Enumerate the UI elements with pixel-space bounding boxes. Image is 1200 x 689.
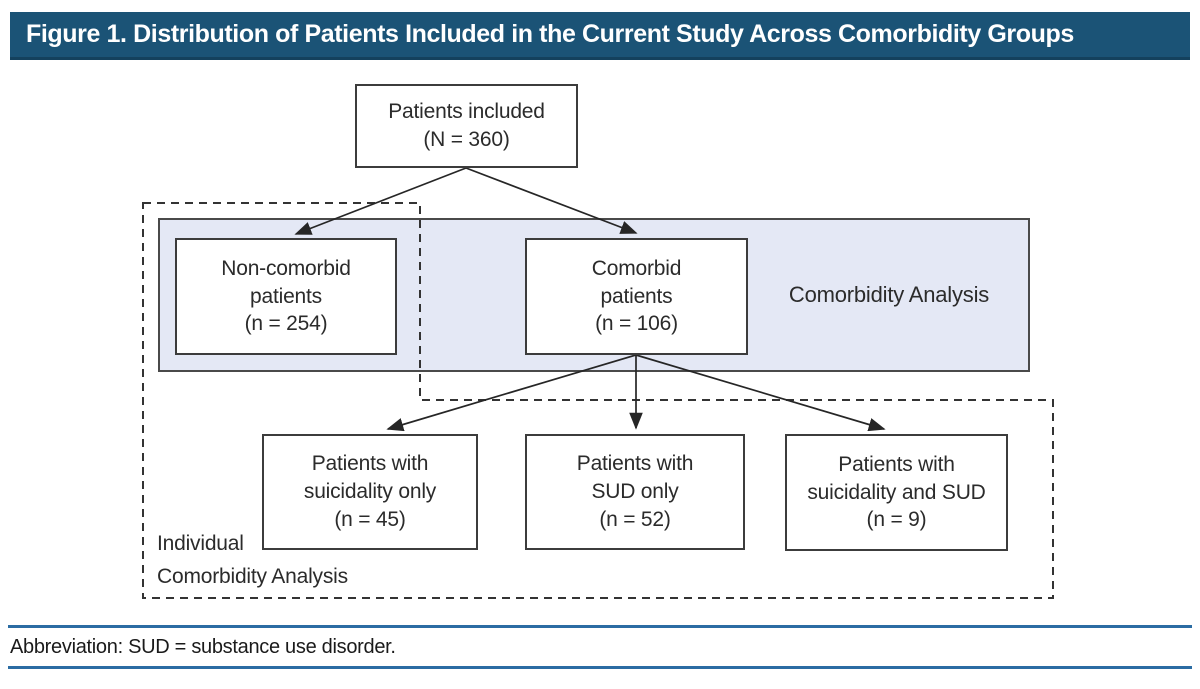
node-sud-only-text: Patients with SUD only (n = 52) xyxy=(576,452,694,531)
arrow-root-to-comorbid xyxy=(465,167,638,234)
arrow-comorbid-to-suicidality-only xyxy=(386,354,637,432)
comorbidity-analysis-label: Comorbidity Analysis xyxy=(788,282,990,307)
node-patients-included-text: Patients included (N = 360) xyxy=(388,100,545,151)
node-suicidality-only: Patients with suicidality only (n = 45) xyxy=(262,434,478,550)
abbreviation-note: Abbreviation: SUD = substance use disord… xyxy=(10,636,396,658)
node-suicidality-and-sud: Patients with suicidality and SUD (n = 9… xyxy=(785,434,1008,551)
node-non-comorbid-patients: Non-comorbid patients (n = 254) xyxy=(175,238,397,355)
arrow-comorbid-to-suicidality-and-sud xyxy=(635,354,886,432)
node-patients-included: Patients included (N = 360) xyxy=(355,84,578,168)
footer-rule-top xyxy=(8,625,1192,628)
node-suicidality-and-sud-text: Patients with suicidality and SUD (n = 9… xyxy=(807,452,986,532)
node-comorbid-patients: Comorbid patients (n = 106) xyxy=(525,238,748,355)
node-suicidality-only-text: Patients with suicidality only (n = 45) xyxy=(303,452,437,531)
individual-analysis-label: Individual Comorbidity Analysis xyxy=(157,532,348,588)
node-sud-only: Patients with SUD only (n = 52) xyxy=(525,434,745,550)
arrow-root-to-non-comorbid xyxy=(294,167,467,235)
node-non-comorbid-text: Non-comorbid patients (n = 254) xyxy=(221,256,351,336)
figure-title: Figure 1. Distribution of Patients Inclu… xyxy=(26,20,1074,48)
individual-analysis-dashed-outline xyxy=(142,202,1054,599)
figure-title-bar: Figure 1. Distribution of Patients Inclu… xyxy=(10,12,1190,60)
footer-rule-bottom xyxy=(8,666,1192,669)
node-comorbid-text: Comorbid patients (n = 106) xyxy=(591,256,682,336)
